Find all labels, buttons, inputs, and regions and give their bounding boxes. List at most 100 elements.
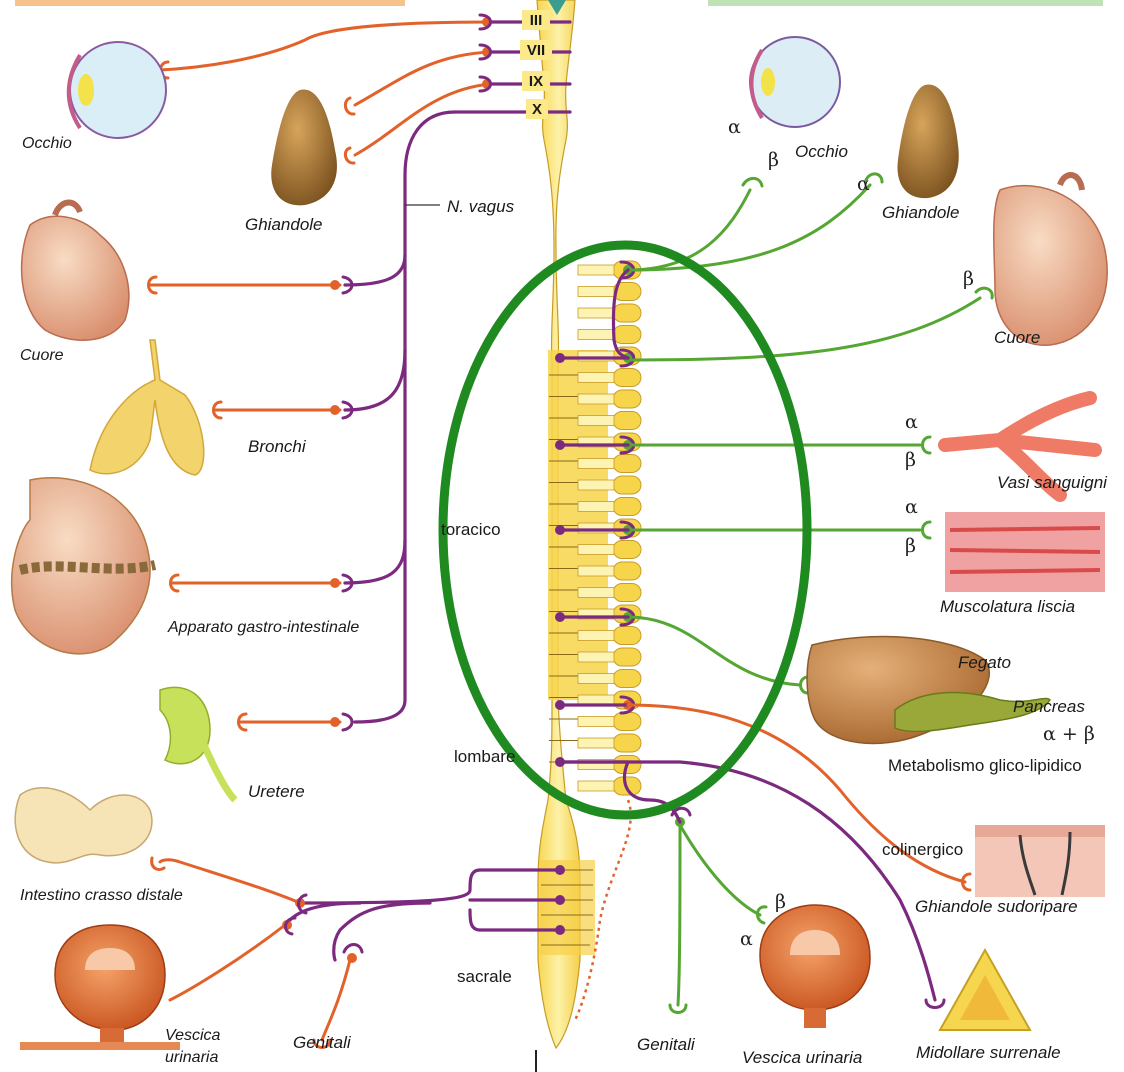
label-para-heart: Cuore [20, 347, 64, 364]
left-stomach-organ [12, 478, 155, 654]
chain-ganglion [613, 476, 641, 494]
left-heart-organ [22, 203, 129, 341]
top-bar-right [708, 0, 1103, 6]
right-skin-organ [975, 825, 1105, 897]
label-para-bladder-2: urinaria [165, 1049, 218, 1066]
left-eye-organ [69, 42, 166, 138]
left-bladder-organ [20, 925, 180, 1050]
alpha-vessels: α [905, 411, 918, 433]
beta-muscle: β [905, 535, 916, 557]
label-symp-smooth-muscle: Muscolatura liscia [940, 597, 1075, 616]
chain-ganglion [613, 734, 641, 752]
label-sacral: sacrale [457, 967, 512, 986]
chain-ganglion [613, 713, 641, 731]
label-symp-bladder: Vescica urinaria [742, 1048, 862, 1067]
ramus-communicans [578, 652, 614, 662]
right-heart-organ [994, 175, 1107, 345]
label-symp-metabolism-receptors: α + β [1043, 723, 1095, 745]
label-symp-eye: Occhio [795, 142, 848, 161]
label-para-colon: Intestino crasso distale [20, 887, 183, 904]
ramus-communicans [578, 566, 614, 576]
label-symp-glands: Ghiandole [882, 203, 960, 222]
beta-eye: β [768, 149, 779, 171]
label-para-ureter: Uretere [248, 782, 305, 801]
label-symp-sweat-glands: Ghiandole sudoripare [915, 897, 1078, 916]
label-para-eye: Occhio [22, 135, 72, 152]
chain-ganglion [613, 627, 641, 645]
chain-ganglion [613, 390, 641, 408]
ramus-communicans [578, 480, 614, 490]
cranial-nerve-lines [345, 22, 570, 722]
ramus-communicans [578, 265, 614, 275]
label-symp-liver: Fegato [958, 653, 1011, 672]
label-para-genitals: Genitali [293, 1033, 352, 1052]
ramus-communicans [578, 459, 614, 469]
right-smooth-muscle-organ [945, 512, 1105, 592]
alpha-eye: α [728, 116, 741, 138]
chain-ganglion [613, 498, 641, 516]
label-para-gi: Apparato gastro-intestinale [167, 619, 359, 636]
alpha-glands: α [857, 173, 870, 195]
chain-ganglion [613, 541, 641, 559]
cranial-nerve-X: X [532, 101, 542, 118]
chain-ganglion [613, 648, 641, 666]
label-lumbar: lombare [454, 747, 515, 766]
chain-ganglion [613, 369, 641, 387]
cranial-nerve-III: III [530, 12, 543, 29]
label-symp-genitals: Genitali [637, 1035, 696, 1054]
ramus-communicans [578, 330, 614, 340]
ramus-communicans [578, 416, 614, 426]
left-colon-organ [15, 788, 152, 863]
left-lungs-organ [90, 340, 204, 475]
label-symp-vessels: Vasi sanguigni [997, 473, 1108, 492]
ramus-communicans [578, 287, 614, 297]
chain-ganglion [613, 304, 641, 322]
sympathetic-right-fibers [628, 174, 992, 1013]
label-para-bladder-1: Vescica [165, 1027, 221, 1044]
ramus-communicans [578, 717, 614, 727]
ramus-communicans [578, 545, 614, 555]
ramus-communicans [578, 738, 614, 748]
right-eye-organ [750, 37, 840, 127]
left-gland-organ [271, 90, 337, 206]
chain-ganglion [613, 562, 641, 580]
label-thoracic: toracico [441, 520, 501, 539]
receptor-labels: α β α β α β α β β α [728, 116, 974, 950]
label-para-bronchi: Bronchi [248, 437, 307, 456]
chain-ganglion [613, 455, 641, 473]
alpha-muscle: α [905, 496, 918, 518]
right-gland-organ [897, 85, 958, 199]
ramus-communicans [578, 502, 614, 512]
top-bar-left [15, 0, 405, 6]
label-symp-pancreas: Pancreas [1013, 697, 1085, 716]
beta-vessels: β [905, 449, 916, 471]
ramus-communicans [578, 373, 614, 383]
label-symp-adrenal: Midollare surrenale [916, 1043, 1061, 1062]
alpha-bladder: α [740, 928, 753, 950]
chain-ganglion [613, 326, 641, 344]
cranial-nerve-IX: IX [529, 73, 543, 90]
ramus-communicans [578, 308, 614, 318]
cranial-nerve-VII: VII [527, 42, 545, 59]
chain-ganglion [613, 670, 641, 688]
right-adrenal-organ [940, 950, 1030, 1030]
sacral-parasympathetic-fibers [152, 858, 565, 1048]
ramus-communicans [578, 781, 614, 791]
beta-heart: β [963, 268, 974, 290]
left-kidney-organ [160, 687, 235, 800]
ramus-communicans [578, 394, 614, 404]
chain-ganglion [613, 584, 641, 602]
sympathetic-chain [578, 261, 641, 795]
chain-ganglion [613, 412, 641, 430]
label-para-glands: Ghiandole [245, 215, 323, 234]
ramus-communicans [578, 588, 614, 598]
label-symp-cholinergic: colinergico [882, 840, 963, 859]
beta-bladder: β [775, 891, 786, 913]
ramus-communicans [578, 674, 614, 684]
right-bladder-organ [760, 905, 870, 1028]
label-symp-metabolism: Metabolismo glico-lipidico [888, 756, 1082, 775]
label-vagus: N. vagus [447, 197, 515, 216]
label-symp-heart: Cuore [994, 328, 1040, 347]
